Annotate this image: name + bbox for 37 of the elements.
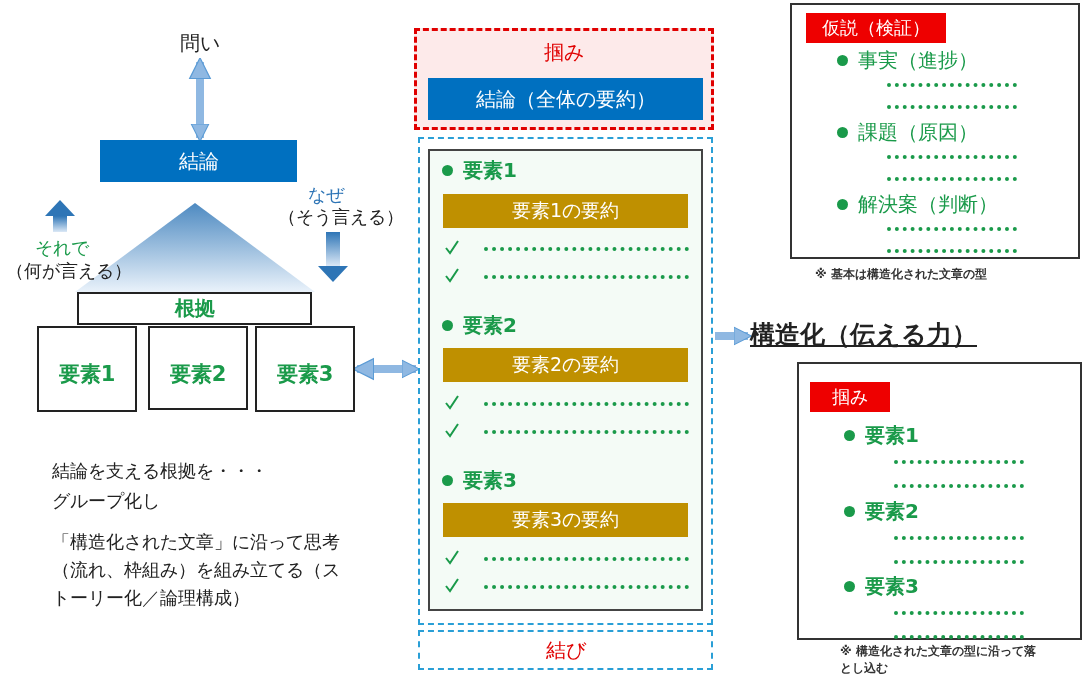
description-text: 結論を支える根拠を・・・グループ化し: [52, 459, 269, 513]
element-box: 要素2: [148, 326, 248, 410]
list-heading: 課題（原因）: [858, 119, 978, 146]
list-heading: 要素3: [463, 467, 517, 494]
annotation-text: （そう言える）: [278, 205, 404, 229]
list-heading: 要素3: [865, 573, 919, 600]
summary-bar: 要素1の要約: [443, 194, 688, 228]
footnote-text: ※ 構造化された文章の型に沿って落とし込む: [840, 643, 1037, 675]
dashed-box: 結び: [418, 630, 713, 670]
list-heading: 要素1: [463, 157, 517, 184]
footnote-text: ※ 基本は構造化された文章の型: [815, 266, 988, 283]
annotation-text: なぜ: [308, 183, 344, 207]
list-heading: 要素2: [865, 498, 919, 525]
summary-bar: 要素2の要約: [443, 348, 688, 382]
element-box: 要素1: [37, 326, 137, 412]
double-arrow: [189, 57, 211, 143]
tag-label: 仮説（検証）: [806, 13, 946, 43]
summary-bar: 要素3の要約: [443, 503, 688, 537]
description-text: 「構造化された文章」に沿って思考（流れ、枠組み）を組み立てる（ストーリー化／論理構成）: [52, 530, 341, 610]
panel-title: 掴み: [543, 39, 585, 66]
question-text: 問い: [165, 30, 235, 60]
tag-label: 掴み: [810, 382, 890, 412]
annotation-text: それで: [35, 236, 89, 260]
list-heading: 要素1: [865, 422, 919, 449]
section-heading: 構造化（伝える力）: [750, 318, 1050, 354]
arrow: [715, 326, 753, 346]
conclusion-box: 結論（全体の要約）: [428, 78, 703, 120]
outline-panel: [790, 3, 1080, 259]
element-box: 要素3: [255, 326, 355, 412]
annotation-text: （何が言える）: [6, 259, 132, 283]
evidence-box: 根拠: [77, 292, 312, 325]
conclusion-box: 結論: [100, 140, 297, 182]
outline-panel: [797, 362, 1082, 640]
list-heading: 解決案（判断）: [858, 191, 998, 218]
list-heading: 事実（進捗）: [858, 47, 978, 74]
list-heading: 要素2: [463, 312, 517, 339]
dashed-panel: [414, 28, 714, 130]
